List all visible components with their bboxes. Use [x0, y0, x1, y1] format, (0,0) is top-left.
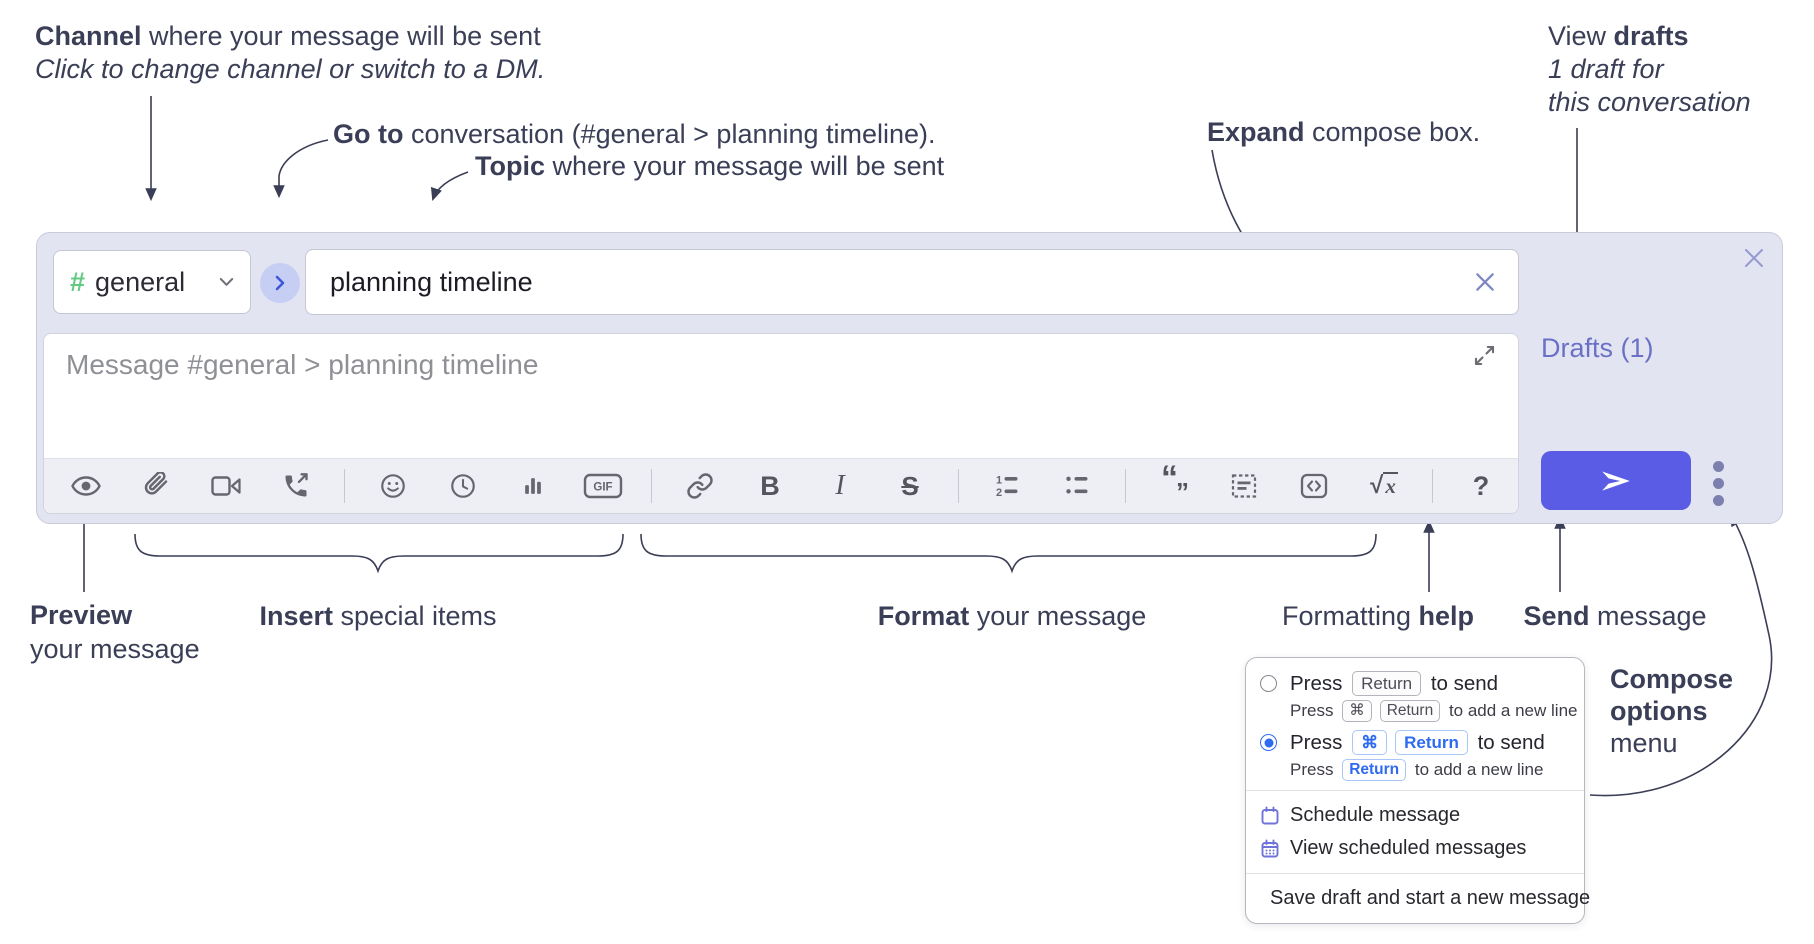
radio-selected-icon[interactable]	[1260, 734, 1277, 751]
message-placeholder: Message #general > planning timeline	[66, 349, 539, 380]
emoji-icon[interactable]	[371, 466, 415, 506]
message-area[interactable]: Message #general > planning timeline	[43, 333, 1519, 514]
send-option-return[interactable]: Press Return to send Press ⌘Return to ad…	[1260, 670, 1577, 723]
topic-input[interactable]: planning timeline	[305, 249, 1519, 315]
attach-paperclip-icon[interactable]	[134, 466, 178, 506]
channel-name: general	[95, 266, 186, 297]
dot	[1713, 478, 1724, 489]
code-icon[interactable]	[1292, 466, 1336, 506]
quote-icon[interactable]: “”	[1161, 458, 1189, 507]
calendar-grid-icon	[1261, 839, 1279, 857]
formatting-help-icon[interactable]: ?	[1472, 470, 1490, 501]
math-icon[interactable]: √x	[1370, 472, 1398, 499]
menu-divider	[1246, 790, 1584, 791]
link-icon[interactable]	[678, 466, 722, 506]
send-button[interactable]	[1541, 451, 1691, 510]
send-annotation: Send message	[1523, 601, 1707, 631]
time-icon[interactable]	[441, 466, 485, 506]
svg-text:2: 2	[996, 487, 1002, 499]
audio-call-icon[interactable]	[274, 466, 318, 506]
go-to-conversation-button[interactable]	[260, 263, 300, 303]
expand-compose-icon[interactable]	[1473, 344, 1496, 372]
close-icon	[1476, 273, 1494, 291]
formatting-help-annotation: Formatting help	[1281, 601, 1475, 631]
menu-item-save-draft[interactable]: Save draft and start a new message	[1260, 882, 1590, 915]
svg-text:GIF: GIF	[593, 482, 612, 494]
dot	[1713, 495, 1724, 506]
goto-annotation: Go to conversation (#general > planning …	[333, 119, 936, 149]
bold-icon[interactable]: B	[760, 470, 780, 501]
insert-brace	[134, 533, 624, 574]
insert-annotation: Insert special items	[259, 601, 497, 631]
menu-item-view-scheduled[interactable]: View scheduled messages	[1260, 832, 1570, 865]
channel-selector[interactable]: # general	[53, 250, 251, 314]
format-brace	[640, 533, 1377, 574]
close-icon	[1745, 249, 1763, 267]
toolbar-separator	[958, 469, 959, 503]
video-call-icon[interactable]	[204, 466, 248, 506]
send-option-cmd-return[interactable]: Press ⌘Return to send Press Return to ad…	[1260, 729, 1570, 782]
topic-annotation: Topic where your message will be sent	[475, 151, 945, 181]
compose-box: # general planning timeline Draft	[36, 232, 1783, 524]
toolbar-separator	[1432, 469, 1433, 503]
dot	[1713, 461, 1724, 472]
topic-clear-button[interactable]	[1474, 271, 1496, 293]
topic-value: planning timeline	[330, 266, 533, 297]
calendar-icon	[1261, 806, 1279, 824]
strikethrough-icon[interactable]: S	[901, 470, 919, 501]
bulleted-list-icon[interactable]	[1055, 466, 1099, 506]
expand-annotation: Expand compose box.	[1207, 117, 1481, 147]
view-drafts-annotation: View drafts 1 draft for this conversatio…	[1548, 21, 1751, 117]
radio-unselected-icon[interactable]	[1260, 675, 1277, 692]
compose-options-annotation: Compose options menu	[1610, 664, 1734, 758]
goto-arrow	[273, 139, 329, 199]
poll-chart-icon[interactable]	[511, 466, 555, 506]
toolbar-separator	[651, 469, 652, 503]
menu-item-schedule[interactable]: Schedule message	[1260, 799, 1570, 832]
preview-eye-icon[interactable]	[64, 466, 108, 506]
chevron-right-icon	[275, 275, 285, 291]
send-icon	[1602, 470, 1630, 491]
topic-arrow	[430, 171, 469, 202]
compose-options-button[interactable]	[1713, 461, 1724, 506]
channel-annotation: Channel where your message will be sent …	[35, 21, 546, 84]
italic-icon[interactable]: I	[835, 470, 845, 501]
toolbar-separator	[1125, 469, 1126, 503]
chevron-down-icon	[219, 277, 234, 287]
spoiler-icon[interactable]	[1222, 466, 1266, 506]
toolbar-separator	[344, 469, 345, 503]
channel-hash-icon: #	[70, 266, 86, 297]
compose-close-button[interactable]	[1742, 246, 1766, 270]
gif-icon[interactable]: GIF	[581, 466, 625, 506]
format-annotation: Format your message	[877, 601, 1147, 631]
svg-text:1: 1	[996, 475, 1002, 487]
menu-divider	[1246, 873, 1584, 874]
drafts-link[interactable]: Drafts (1)	[1541, 333, 1654, 363]
compose-options-menu: Press Return to send Press ⌘Return to ad…	[1245, 657, 1590, 924]
